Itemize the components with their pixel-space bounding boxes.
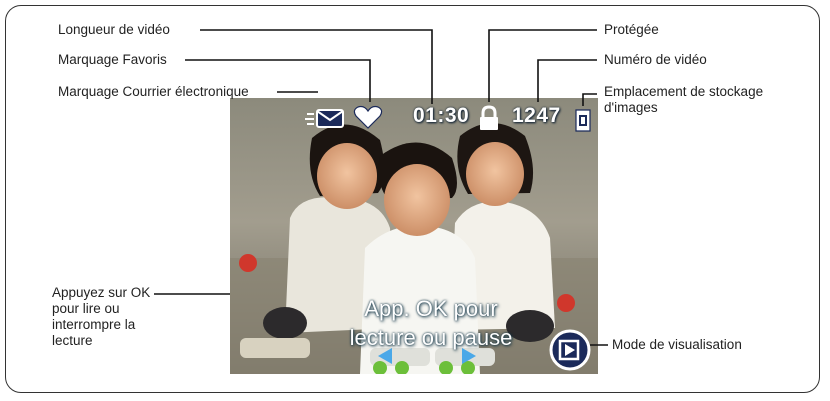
skate-wheel-6	[461, 361, 475, 374]
leader-video-length	[200, 29, 433, 104]
child-middle-face	[384, 164, 450, 236]
child-right-face	[466, 142, 524, 206]
left-arrow-icon	[378, 348, 392, 364]
right-arrow-icon	[462, 348, 476, 364]
camera-screen-photo: App. OK pour lecture ou pause	[230, 98, 598, 374]
skate-wheel-5	[439, 361, 453, 374]
skate-wheel-2	[557, 294, 575, 312]
play-pause-overlay: App. OK pour lecture ou pause	[306, 294, 556, 352]
duration-readout: 01:30	[413, 104, 470, 127]
child-left-face	[317, 143, 377, 209]
label-video-length: Longueur de vidéo	[58, 22, 170, 37]
skate-wheel-4	[395, 361, 409, 374]
knee-pad-left	[263, 307, 307, 339]
heart-icon	[353, 105, 383, 129]
label-protected: Protégée	[604, 22, 659, 37]
leader-lines	[154, 29, 608, 346]
label-view-mode: Mode de visualisation	[612, 337, 742, 352]
press-ok-line-1: Appuyez sur OK	[52, 285, 151, 300]
knee-pad-right	[506, 310, 554, 342]
press-ok-line-4: lecture	[52, 333, 93, 348]
skate-wheel-3	[373, 361, 387, 374]
label-email-tag: Marquage Courrier électronique	[58, 84, 249, 99]
skate-left	[240, 338, 310, 358]
child-middle-body	[360, 225, 480, 374]
label-press-ok: Appuyez sur OK pour lire ou interrompre …	[52, 285, 150, 349]
leader-protected	[488, 29, 597, 102]
press-ok-line-2: pour lire ou	[52, 301, 120, 316]
overlay-line-2: lecture ou pause	[349, 325, 513, 350]
leader-storage	[582, 93, 597, 106]
email-icon	[305, 109, 344, 128]
video-number-readout: 1247	[512, 104, 561, 127]
press-ok-line-3: interrompre la	[52, 317, 136, 332]
label-storage-line-2: d'images	[604, 100, 658, 115]
label-favorite-tag: Marquage Favoris	[58, 52, 167, 67]
skate-wheel-1	[239, 254, 257, 272]
overlay-line-1: App. OK pour	[364, 296, 498, 321]
lock-icon	[480, 105, 498, 130]
leader-video-number	[537, 59, 597, 102]
label-storage-line-1: Emplacement de stockage	[604, 84, 764, 99]
photo-scene	[230, 98, 598, 374]
leader-favorite	[185, 59, 371, 102]
memory-card-icon	[575, 109, 591, 132]
label-video-number: Numéro de vidéo	[604, 52, 707, 67]
diagram-frame	[5, 5, 820, 393]
